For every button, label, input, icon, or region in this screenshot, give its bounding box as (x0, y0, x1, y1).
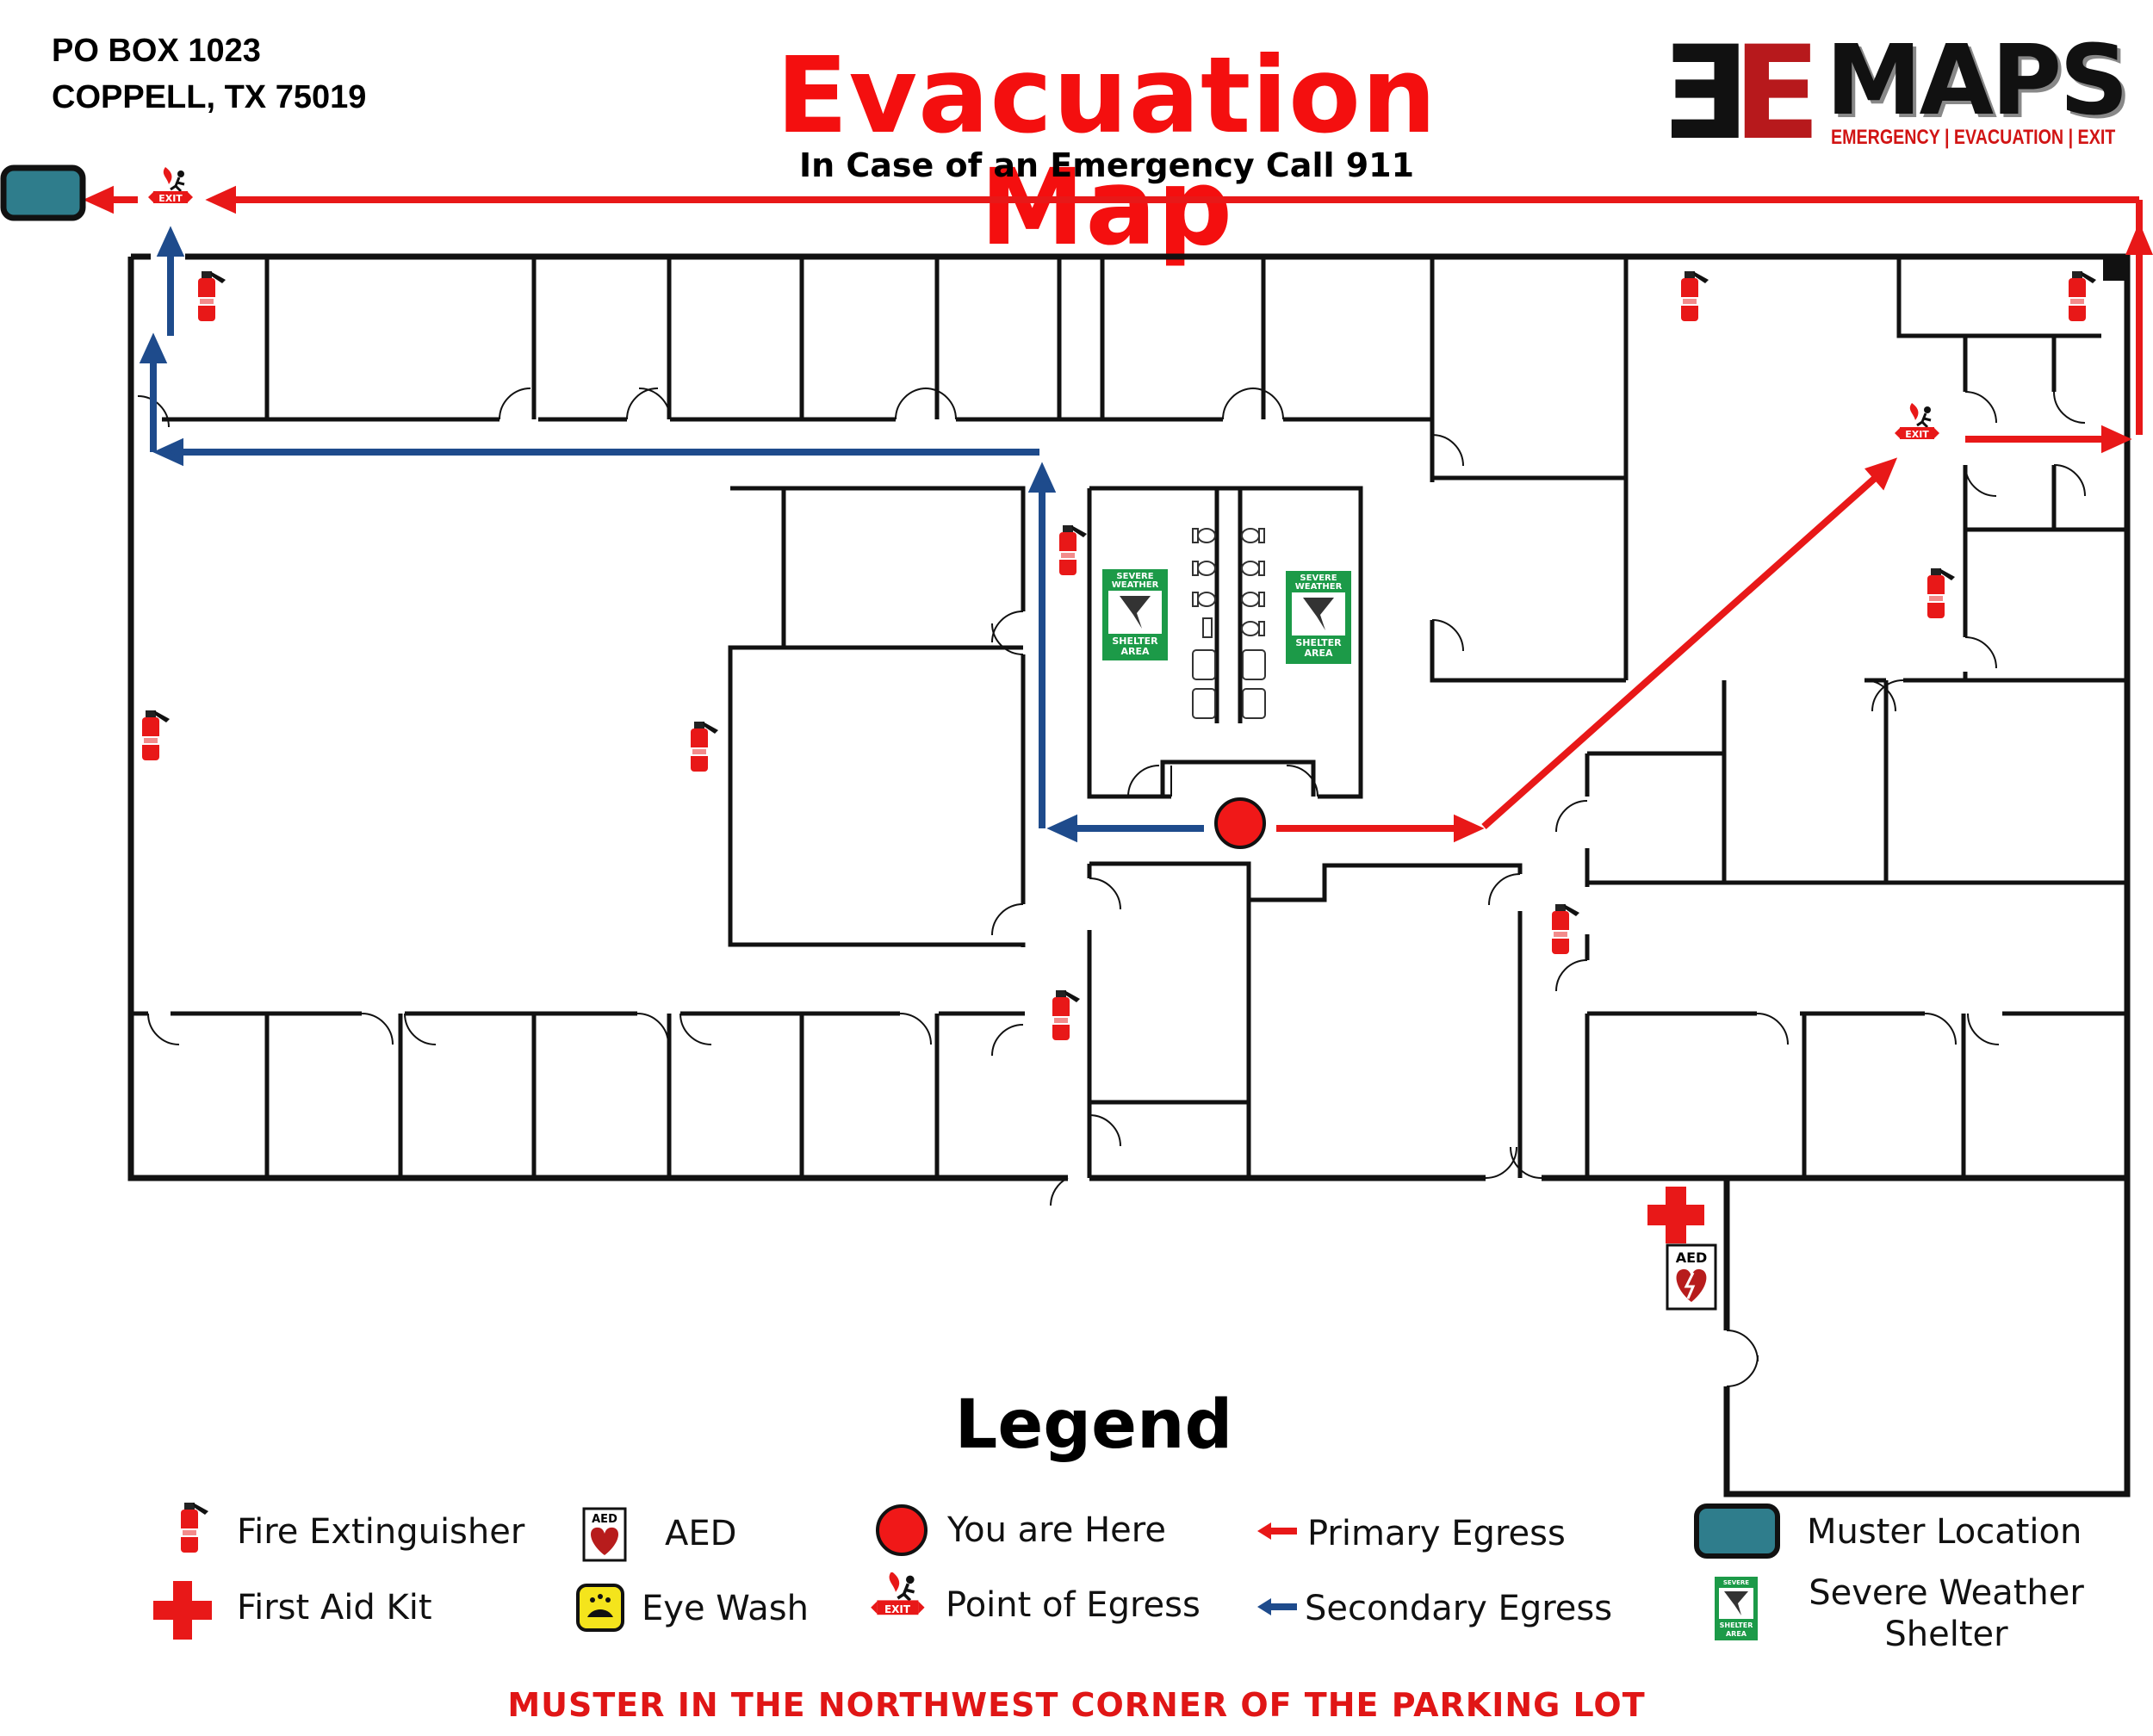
svg-text:AED: AED (592, 1513, 617, 1526)
fire-extinguisher-icon (1059, 525, 1087, 575)
svg-text:SHELTER: SHELTER (1295, 637, 1342, 648)
exit-sign-icon: EXIT (870, 1572, 927, 1616)
primary-egress-route (83, 185, 2153, 843)
legend-muster-location: Muster Location (1807, 1512, 2082, 1552)
address-line-1: PO BOX 1023 (52, 33, 261, 69)
legend-point-of-egress: Point of Egress (946, 1585, 1201, 1625)
secondary-egress-arrow-icon (1257, 1598, 1297, 1615)
fire-extinguisher-icon (2069, 271, 2096, 321)
legend-severe-weather-shelter: Severe Weather Shelter (1809, 1573, 2084, 1654)
address-line-2: COPPELL, TX 75019 (52, 79, 367, 115)
eye-wash-icon (576, 1584, 624, 1632)
address-block: PO BOX 1023 COPPELL, TX 75019 (52, 28, 366, 121)
muster-location-icon (1694, 1504, 1780, 1559)
exit-sign-northeast: EXIT (1893, 401, 1941, 441)
svg-text:SEVERE: SEVERE (1723, 1579, 1749, 1586)
door-swings (137, 388, 2086, 1387)
fire-extinguisher-icon (142, 710, 170, 760)
aed-icon: AED (582, 1507, 627, 1562)
legend-fire-extinguisher: Fire Extinguisher (237, 1512, 525, 1552)
svg-text:WEATHER: WEATHER (1112, 580, 1159, 590)
fire-extinguisher-icon (1927, 568, 1955, 618)
exterior-walls (127, 253, 2131, 1497)
interior-walls (131, 257, 2127, 1178)
you-are-here-icon (876, 1504, 928, 1556)
svg-text:EXIT: EXIT (158, 193, 183, 204)
exit-sign-northwest: EXIT (146, 165, 195, 205)
svg-text:AED: AED (1676, 1249, 1708, 1266)
secondary-egress-route (139, 226, 1204, 843)
svg-text:SEVERE: SEVERE (1116, 572, 1153, 581)
severe-weather-shelter-sign-east: SEVERE WEATHER SHELTER AREA (1284, 569, 1353, 666)
primary-egress-arrow-icon (1257, 1522, 1297, 1540)
first-aid-kit-marker (1647, 1187, 1704, 1243)
legend-aed: AED (665, 1514, 737, 1553)
svg-text:SHELTER: SHELTER (1720, 1621, 1753, 1629)
svg-text:SEVERE: SEVERE (1300, 574, 1337, 583)
fire-extinguisher-icon (1052, 990, 1080, 1040)
northeast-corner-marker (2103, 257, 2127, 281)
muster-instruction: MUSTER IN THE NORTHWEST CORNER OF THE PA… (507, 1686, 1646, 1724)
map-title: Evacuation Map (776, 34, 1437, 269)
legend-secondary-egress: Secondary Egress (1305, 1589, 1613, 1628)
fire-extinguisher-icon (1552, 904, 1579, 954)
muster-location-marker (0, 164, 86, 221)
you-are-here-marker (1214, 797, 1266, 849)
svg-text:SHELTER: SHELTER (1112, 636, 1158, 647)
svg-text:EXIT: EXIT (1905, 429, 1929, 440)
logo-tagline: EMERGENCY | EVACUATION | EXIT (1831, 126, 2116, 149)
aed-marker: AED (1666, 1243, 1717, 1311)
svg-text:EXIT: EXIT (884, 1603, 911, 1615)
logo-wordmark: MAPS (1826, 25, 2129, 137)
fire-extinguisher-icon (198, 271, 226, 321)
map-subtitle: In Case of an Emergency Call 911 (798, 146, 1415, 184)
fire-extinguisher-icon (1681, 271, 1709, 321)
severe-weather-shelter-icon: SEVERE SHELTER AREA (1713, 1575, 1759, 1642)
legend-primary-egress: Primary Egress (1307, 1514, 1566, 1553)
svg-text:AREA: AREA (1726, 1630, 1747, 1638)
legend-you-are-here: You are Here (947, 1510, 1166, 1550)
svg-text:AREA: AREA (1304, 648, 1332, 659)
legend-first-aid-kit: First Aid Kit (237, 1588, 432, 1628)
fire-extinguisher-icon (181, 1503, 208, 1553)
svg-text:WEATHER: WEATHER (1295, 582, 1343, 592)
svg-text:AREA: AREA (1120, 646, 1149, 657)
legend-title: Legend (954, 1386, 1233, 1464)
severe-weather-shelter-sign-west: SEVERE WEATHER SHELTER AREA (1101, 567, 1170, 662)
legend-eye-wash: Eye Wash (642, 1589, 809, 1628)
fire-extinguisher-icon (691, 722, 718, 772)
first-aid-icon (153, 1581, 212, 1640)
restroom-fixtures (1192, 528, 1266, 719)
